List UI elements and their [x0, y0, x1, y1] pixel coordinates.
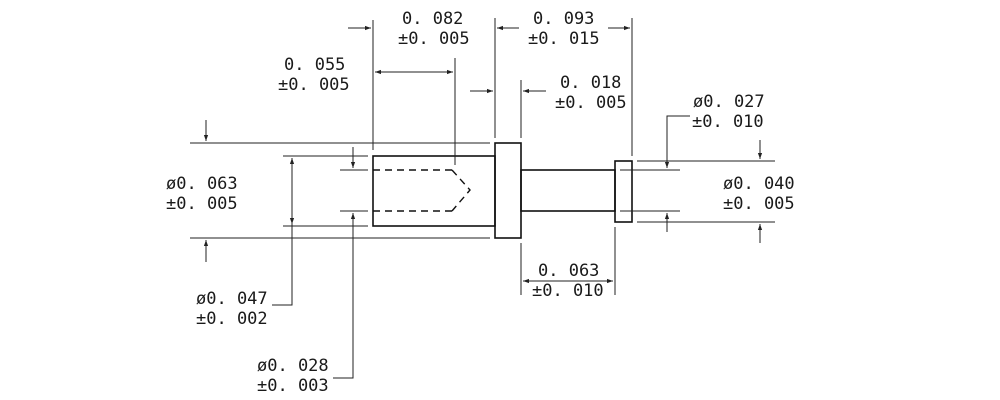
dim-055-tol: ±0. 005 [278, 75, 350, 95]
dimension-labels: 0. 082 ±0. 005 0. 093 ±0. 015 0. 055 ±0.… [166, 9, 795, 396]
dim-063-collar-value: 0. 063 [538, 261, 599, 281]
shank [520, 169, 616, 212]
dim-040-tol: ±0. 005 [723, 194, 795, 214]
dim-047-value: ø0. 047 [196, 289, 268, 309]
dim-063-barrel-value: ø0. 063 [166, 174, 238, 194]
dim-040-value: ø0. 040 [723, 174, 795, 194]
dim-063-collar-tol: ±0. 010 [532, 281, 604, 301]
dim-028-value: ø0. 028 [257, 356, 329, 376]
dim-093-tol: ±0. 015 [528, 29, 600, 49]
barrel-body [372, 155, 496, 227]
dim-047-tol: ±0. 002 [196, 309, 268, 329]
extension-lines [190, 18, 775, 295]
dim-093-value: 0. 093 [533, 9, 594, 29]
dim-028-tol: ±0. 003 [257, 376, 329, 396]
dim-018-tol: ±0. 005 [555, 93, 627, 113]
hidden-hole [373, 169, 471, 212]
dim-082-tol: ±0. 005 [398, 29, 470, 49]
dim-055-value: 0. 055 [284, 55, 345, 75]
dim-027-tol: ±0. 010 [692, 112, 764, 132]
dim-018-value: 0. 018 [560, 73, 621, 93]
dim-082-value: 0. 082 [402, 9, 463, 29]
collar [614, 160, 633, 223]
dimension-lines [203, 25, 763, 379]
dim-063-barrel-tol: ±0. 005 [166, 194, 238, 214]
pin-outline [372, 142, 633, 239]
flange [494, 142, 522, 239]
dim-027-value: ø0. 027 [693, 92, 765, 112]
